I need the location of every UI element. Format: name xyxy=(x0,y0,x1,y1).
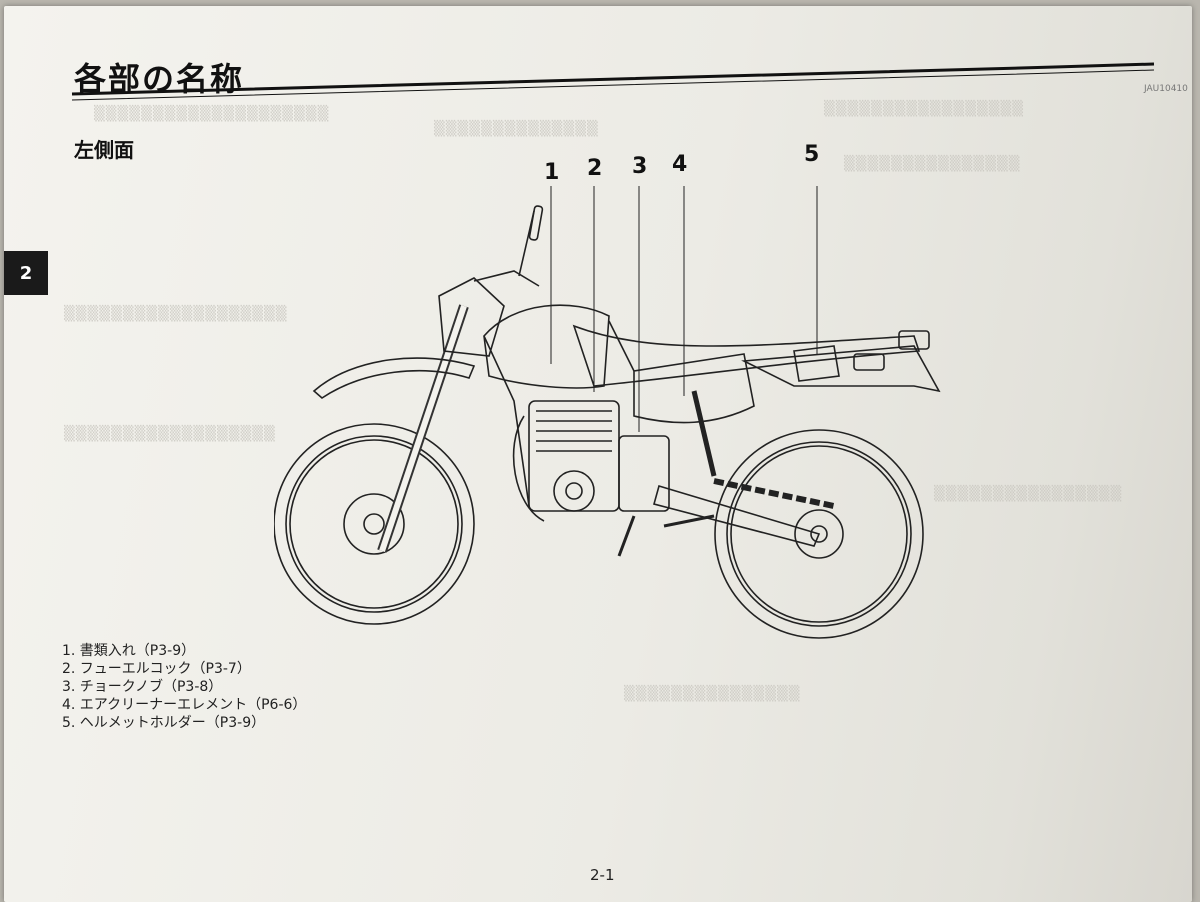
list-item: 4. エアクリーナーエレメント（P6-6） xyxy=(62,697,307,713)
bleed-through-text: ▒▒▒▒▒▒▒▒▒▒▒▒▒▒▒▒▒▒▒▒ xyxy=(94,106,330,122)
list-item: 5. ヘルメットホルダー（P3-9） xyxy=(62,715,266,731)
callout-4: 4 xyxy=(672,152,688,177)
section-title: 左側面 xyxy=(74,138,134,162)
list-item: 2. フューエルコック（P3-7） xyxy=(62,661,251,677)
bleed-through-text: ▒▒▒▒▒▒▒▒▒▒▒▒▒▒▒ xyxy=(844,156,1021,172)
bleed-through-text: ▒▒▒▒▒▒▒▒▒▒▒▒▒▒▒▒▒▒ xyxy=(64,426,276,442)
callout-2: 2 xyxy=(587,156,603,181)
document-code: JAU10410 xyxy=(1144,84,1188,94)
bleed-through-text: ▒▒▒▒▒▒▒▒▒▒▒▒▒▒▒▒ xyxy=(934,486,1123,502)
page-number: 2-1 xyxy=(590,866,615,884)
motorcycle-illustration xyxy=(274,186,941,639)
callout-5: 5 xyxy=(804,142,820,167)
list-item: 3. チョークノブ（P3-8） xyxy=(62,679,223,695)
bleed-through-text: ▒▒▒▒▒▒▒▒▒▒▒▒▒▒ xyxy=(434,121,599,137)
list-item: 1. 書類入れ（P3-9） xyxy=(62,643,196,659)
bleed-through-text: ▒▒▒▒▒▒▒▒▒▒▒▒▒▒▒▒▒ xyxy=(824,101,1025,117)
callout-3: 3 xyxy=(632,154,648,179)
manual-page: ▒▒▒▒▒▒▒▒▒▒▒▒▒▒▒▒▒▒▒▒ ▒▒▒▒▒▒▒▒▒▒▒▒▒▒ ▒▒▒▒… xyxy=(4,6,1192,902)
page-title: 各部の名称 xyxy=(74,60,245,98)
bleed-through-text: ▒▒▒▒▒▒▒▒▒▒▒▒▒▒▒▒▒▒▒ xyxy=(64,306,288,322)
parts-list: 1. 書類入れ（P3-9） 2. フューエルコック（P3-7） 3. チョークノ… xyxy=(62,642,306,732)
callout-1: 1 xyxy=(544,160,560,185)
chapter-tab: 2 xyxy=(4,251,48,295)
bleed-through-text: ▒▒▒▒▒▒▒▒▒▒▒▒▒▒▒ xyxy=(624,686,801,702)
header-rule xyxy=(71,62,1155,101)
